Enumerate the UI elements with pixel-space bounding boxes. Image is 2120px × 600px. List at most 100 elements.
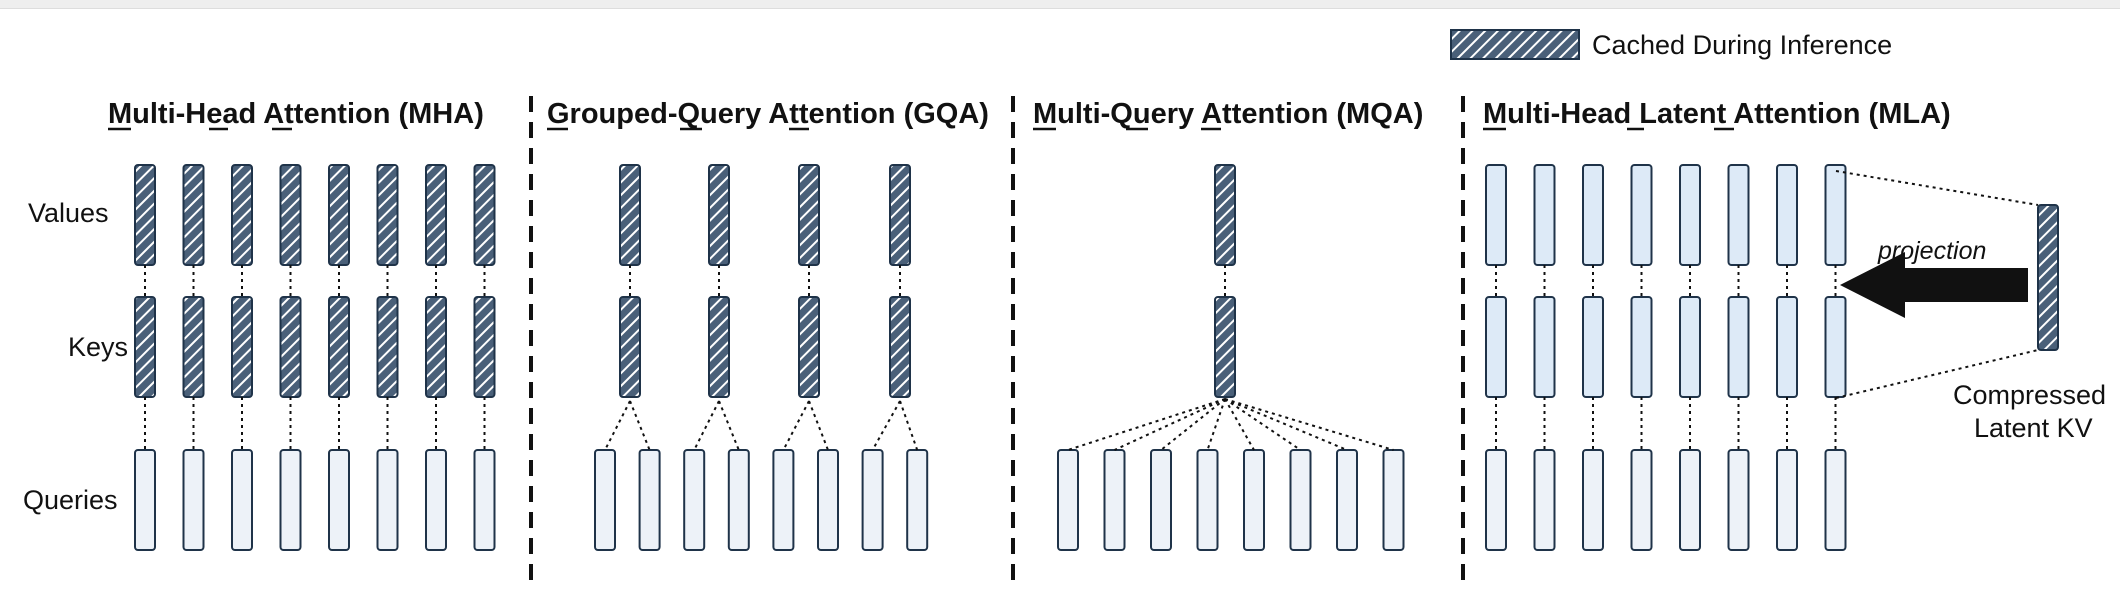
mha-key-head — [182, 296, 205, 398]
mha-query-head — [231, 449, 253, 551]
mla-key-head — [1485, 296, 1507, 398]
mla-key-head — [1679, 296, 1701, 398]
mla-value-head — [1824, 164, 1847, 266]
mqa-query-head — [1382, 449, 1405, 551]
legend: Cached During Inference — [1450, 29, 1892, 60]
latent-dotted-top — [1835, 170, 2039, 206]
mha-query-head — [425, 449, 447, 551]
mha-key-head — [425, 296, 447, 398]
gqa-value-head — [798, 164, 820, 266]
mqa-query-head — [1057, 449, 1079, 551]
mha-value-head — [328, 164, 350, 266]
mqa-key-query-connector — [1224, 398, 1255, 451]
mla-key-head — [1727, 296, 1750, 398]
gqa-key-query-connector — [604, 400, 631, 451]
mha-key-head — [134, 296, 156, 398]
mha-query-head — [328, 449, 350, 551]
gqa-query-head — [594, 449, 616, 551]
legend-hatch-swatch — [1450, 29, 1580, 60]
mqa-query-head — [1150, 449, 1172, 551]
mha-query-head — [182, 449, 205, 551]
panel-separators — [529, 96, 1465, 586]
mla-query-head — [1679, 449, 1701, 551]
mla-key-head — [1582, 296, 1604, 398]
gqa-query-head — [683, 449, 706, 551]
mha-query-head — [134, 449, 156, 551]
mha-value-head — [231, 164, 253, 266]
gqa-key-head — [708, 296, 730, 398]
mha-value-head — [134, 164, 156, 266]
mqa-query-head — [1336, 449, 1358, 551]
mha-value-head — [279, 164, 302, 266]
mla-query-head — [1582, 449, 1604, 551]
mha-query-head — [376, 449, 399, 551]
mla-query-head — [1485, 449, 1507, 551]
mla-key-head — [1776, 296, 1798, 398]
gqa-key-query-connector — [871, 400, 901, 451]
gqa-key-query-connector — [808, 400, 829, 451]
gqa-key-query-connector — [899, 400, 919, 451]
mha-key-head — [231, 296, 253, 398]
gqa-key-query-connector — [693, 400, 720, 451]
gqa-key-query-connector — [629, 400, 651, 451]
panel-title-mha: Multi-Head Attention (MHA) — [108, 98, 484, 130]
mla-query-head — [1824, 449, 1847, 551]
gqa-key-head — [619, 296, 641, 398]
projection-label: projection — [1877, 237, 1986, 265]
mla-query-head — [1776, 449, 1798, 551]
mha-key-head — [328, 296, 350, 398]
mla-value-head — [1582, 164, 1604, 266]
gqa-value-head — [708, 164, 730, 266]
mla-query-head — [1727, 449, 1750, 551]
gqa-key-query-connector — [718, 400, 740, 451]
gqa-query-head — [638, 449, 661, 551]
mla-value-head — [1679, 164, 1701, 266]
mqa-key-query-connector — [1224, 398, 1348, 451]
mla-key-head — [1824, 296, 1847, 398]
mla-value-head — [1630, 164, 1653, 266]
mla-latent-group: projection Compressed Latent KV — [1835, 170, 2106, 443]
mqa-query-head — [1103, 449, 1126, 551]
legend-label: Cached During Inference — [1592, 30, 1892, 60]
top-strip — [0, 0, 2120, 9]
mha-query-head — [473, 449, 496, 551]
gqa-query-head — [861, 449, 884, 551]
mla-value-head — [1776, 164, 1798, 266]
mqa-query-head — [1243, 449, 1265, 551]
compressed-latent-label-line1: Compressed — [1953, 380, 2106, 410]
row-label-queries: Queries — [23, 485, 118, 515]
mqa-key-query-connector — [1206, 398, 1226, 451]
mqa-key-query-connector — [1067, 398, 1226, 451]
panel-title-gqa: Grouped-Query Attention (GQA) — [547, 98, 989, 130]
gqa-query-head — [727, 449, 750, 551]
gqa-key-head — [798, 296, 820, 398]
panel-title-mqa: Multi-Query Attention (MQA) — [1033, 98, 1423, 130]
gqa-value-head — [889, 164, 911, 266]
mla-value-head — [1485, 164, 1507, 266]
mla-value-head — [1533, 164, 1556, 266]
mha-value-head — [425, 164, 447, 266]
mha-key-head — [279, 296, 302, 398]
mha-value-head — [182, 164, 205, 266]
mqa-key-query-connector — [1160, 398, 1226, 451]
gqa-query-head — [772, 449, 795, 551]
compressed-latent-kv-block — [2037, 204, 2059, 351]
gqa-key-query-connector — [782, 400, 810, 451]
mla-key-head — [1533, 296, 1556, 398]
mha-key-head — [376, 296, 399, 398]
panel-title-mla: Multi-Head Latent Attention (MLA) — [1483, 98, 1951, 130]
mla-query-head — [1630, 449, 1653, 551]
mqa-query-head — [1289, 449, 1312, 551]
gqa-query-head — [817, 449, 839, 551]
mqa-key-query-connector — [1224, 398, 1394, 451]
mqa-key-query-connector — [1224, 398, 1302, 451]
row-label-keys: Keys — [68, 332, 128, 362]
mha-value-head — [376, 164, 399, 266]
mla-query-head — [1533, 449, 1556, 551]
gqa-query-head — [906, 449, 929, 551]
projection-arrow — [1840, 252, 2028, 318]
mqa-value-head — [1214, 164, 1236, 266]
mla-value-head — [1727, 164, 1750, 266]
row-label-values: Values — [28, 198, 109, 228]
